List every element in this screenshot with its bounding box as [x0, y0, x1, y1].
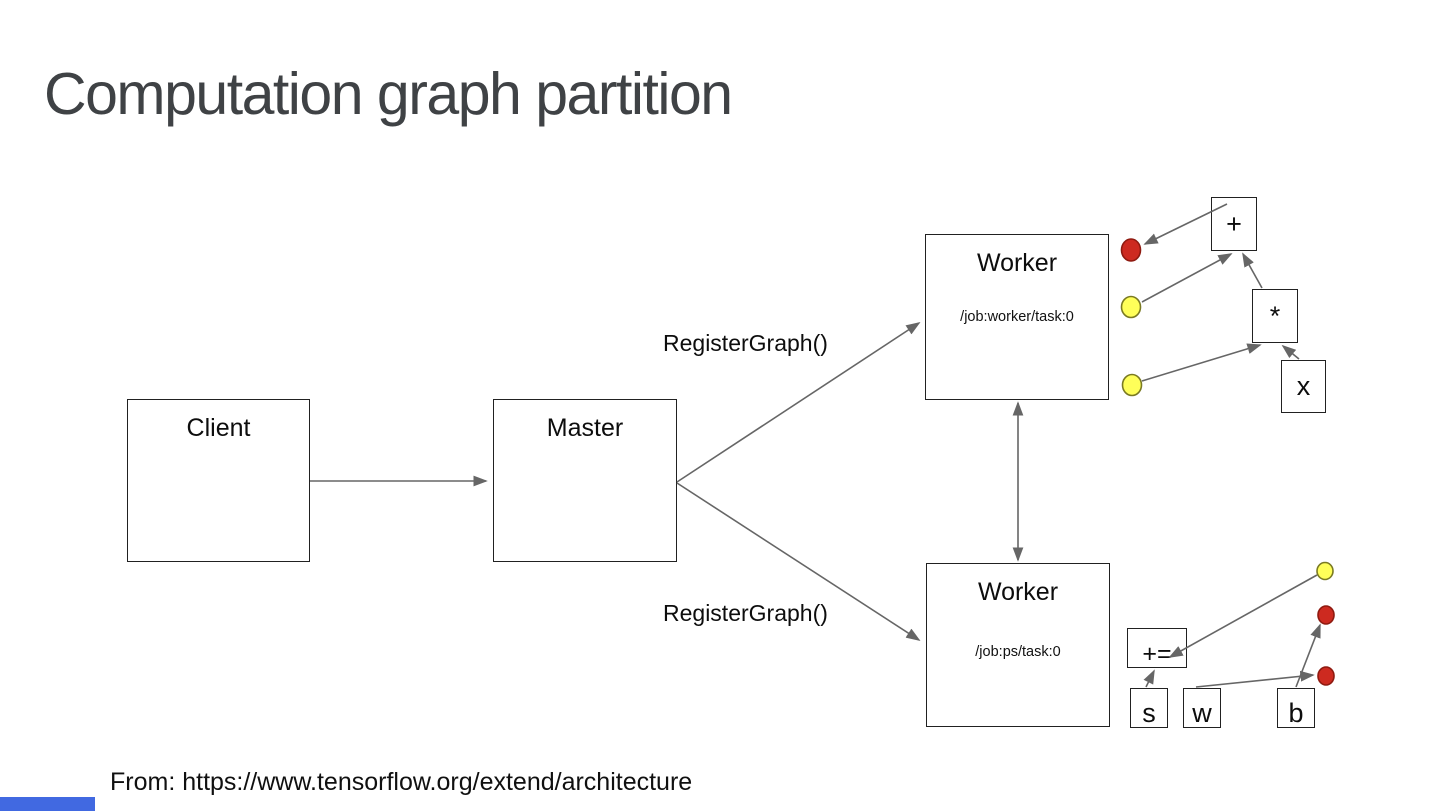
node-client: Client	[127, 399, 310, 562]
arrow-b-to-send-red1	[1295, 623, 1321, 688]
label-register-graph-bottom: RegisterGraph()	[663, 600, 828, 626]
slide-accent-bar	[0, 797, 95, 811]
arrow-w-to-send-red2	[1195, 670, 1315, 688]
arrow-yellow1-to-add	[1141, 253, 1233, 303]
node-worker-ps-job-path: /job:ps/task:0	[975, 644, 1061, 660]
node-master-label: Master	[546, 414, 624, 442]
source-footer: From: https://www.tensorflow.org/extend/…	[110, 768, 693, 796]
node-worker-task0-job-path: /job:worker/task:0	[960, 309, 1074, 325]
recv-node-red-top	[1120, 238, 1142, 262]
op-node-add: +	[1211, 197, 1257, 251]
arrow-yellow-to-add-assign	[1168, 574, 1318, 658]
node-worker-task0-label: Worker	[976, 249, 1058, 277]
arrow-multiply-to-add	[1242, 252, 1263, 289]
node-master: Master	[493, 399, 677, 562]
node-worker-task0: Worker /job:worker/task:0	[925, 234, 1109, 400]
op-node-multiply: *	[1252, 289, 1298, 343]
slide-title: Computation graph partition	[44, 61, 733, 127]
recv-node-yellow-1	[1120, 295, 1142, 319]
op-node-add-assign: +=	[1127, 628, 1187, 668]
recv-node-yellow-2	[1121, 373, 1143, 397]
arrow-s-to-add-assign	[1143, 669, 1155, 688]
send-node-red-1	[1317, 605, 1335, 625]
node-worker-ps-label: Worker	[977, 578, 1059, 606]
node-worker-ps: Worker /job:ps/task:0	[926, 563, 1110, 727]
op-node-w: w	[1183, 688, 1221, 728]
label-register-graph-top: RegisterGraph()	[663, 330, 828, 356]
op-node-x: x	[1281, 360, 1326, 413]
arrow-x-to-multiply	[1281, 344, 1300, 360]
op-node-s: s	[1130, 688, 1168, 728]
op-node-b: b	[1277, 688, 1315, 728]
arrow-yellow2-to-multiply	[1141, 343, 1262, 382]
node-client-label: Client	[186, 414, 251, 442]
recv-node-yellow-bottom	[1316, 561, 1334, 581]
send-node-red-2	[1317, 666, 1335, 686]
